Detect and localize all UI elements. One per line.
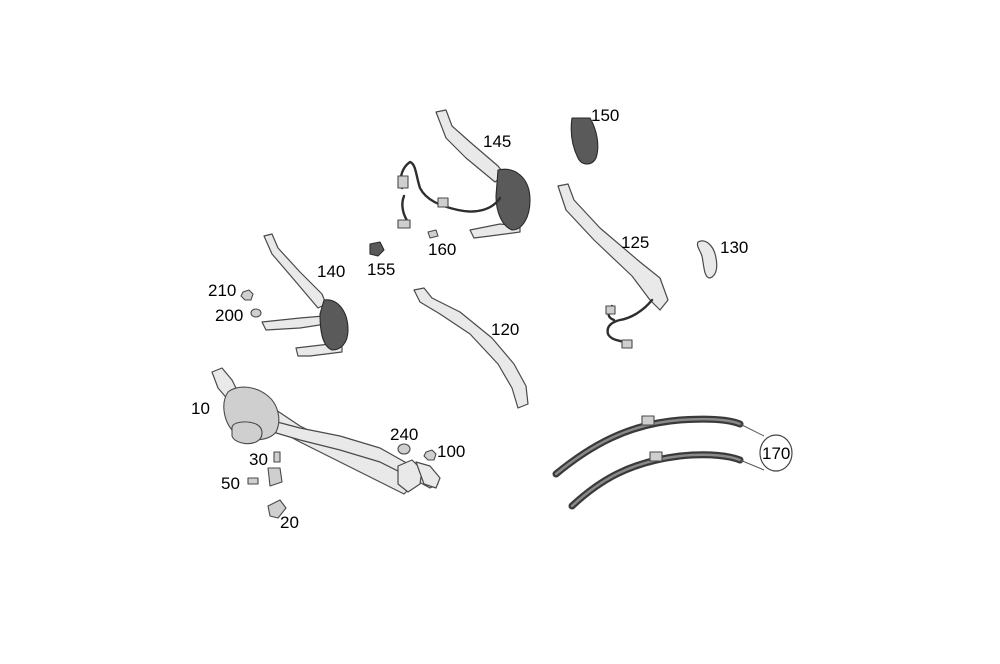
part-145-wiper-arm: [397, 109, 531, 239]
part-30-bolt: [273, 451, 281, 463]
callout-240: 240: [390, 425, 418, 444]
callout-210: 210: [208, 281, 236, 300]
connector-icon: [605, 305, 616, 315]
callout-100: 100: [437, 442, 465, 461]
connector-icon: [397, 175, 409, 189]
callout-125: 125: [621, 233, 649, 252]
callout-170-circle: [759, 434, 793, 472]
callout-170: 170: [762, 444, 790, 463]
callout-50: 50: [221, 474, 240, 493]
part-120-wiper-arm: [413, 287, 529, 409]
callout-200: 200: [215, 306, 243, 325]
part-155-clip: [369, 241, 385, 257]
part-130-cover: [696, 240, 718, 279]
part-150-cover-cap: [570, 117, 599, 165]
connector-icon: [621, 339, 633, 349]
connector-icon: [397, 219, 411, 229]
callout-160: 160: [428, 240, 456, 259]
part-240-washer: [397, 443, 411, 455]
part-170-wiper-blades: [552, 415, 793, 510]
part-125-wiper-arm: [557, 183, 669, 349]
part-160-clip: [427, 229, 439, 239]
part-200-washer: [250, 308, 262, 318]
callout-20: 20: [280, 513, 299, 532]
callout-140: 140: [317, 262, 345, 281]
callout-150: 150: [591, 106, 619, 125]
callout-120: 120: [491, 320, 519, 339]
part-210-nut: [240, 289, 254, 301]
callout-145: 145: [483, 132, 511, 151]
callout-155: 155: [367, 260, 395, 279]
connector-icon: [437, 197, 449, 208]
part-10-linkage-motor: [211, 367, 441, 495]
part-50-screw: [247, 477, 259, 485]
part-20-bracket: [267, 467, 287, 519]
part-140-wiper-arm: [261, 233, 349, 357]
callout-130: 130: [720, 238, 748, 257]
part-100-nut: [423, 449, 437, 461]
callout-30: 30: [249, 450, 268, 469]
callout-10: 10: [191, 399, 210, 418]
